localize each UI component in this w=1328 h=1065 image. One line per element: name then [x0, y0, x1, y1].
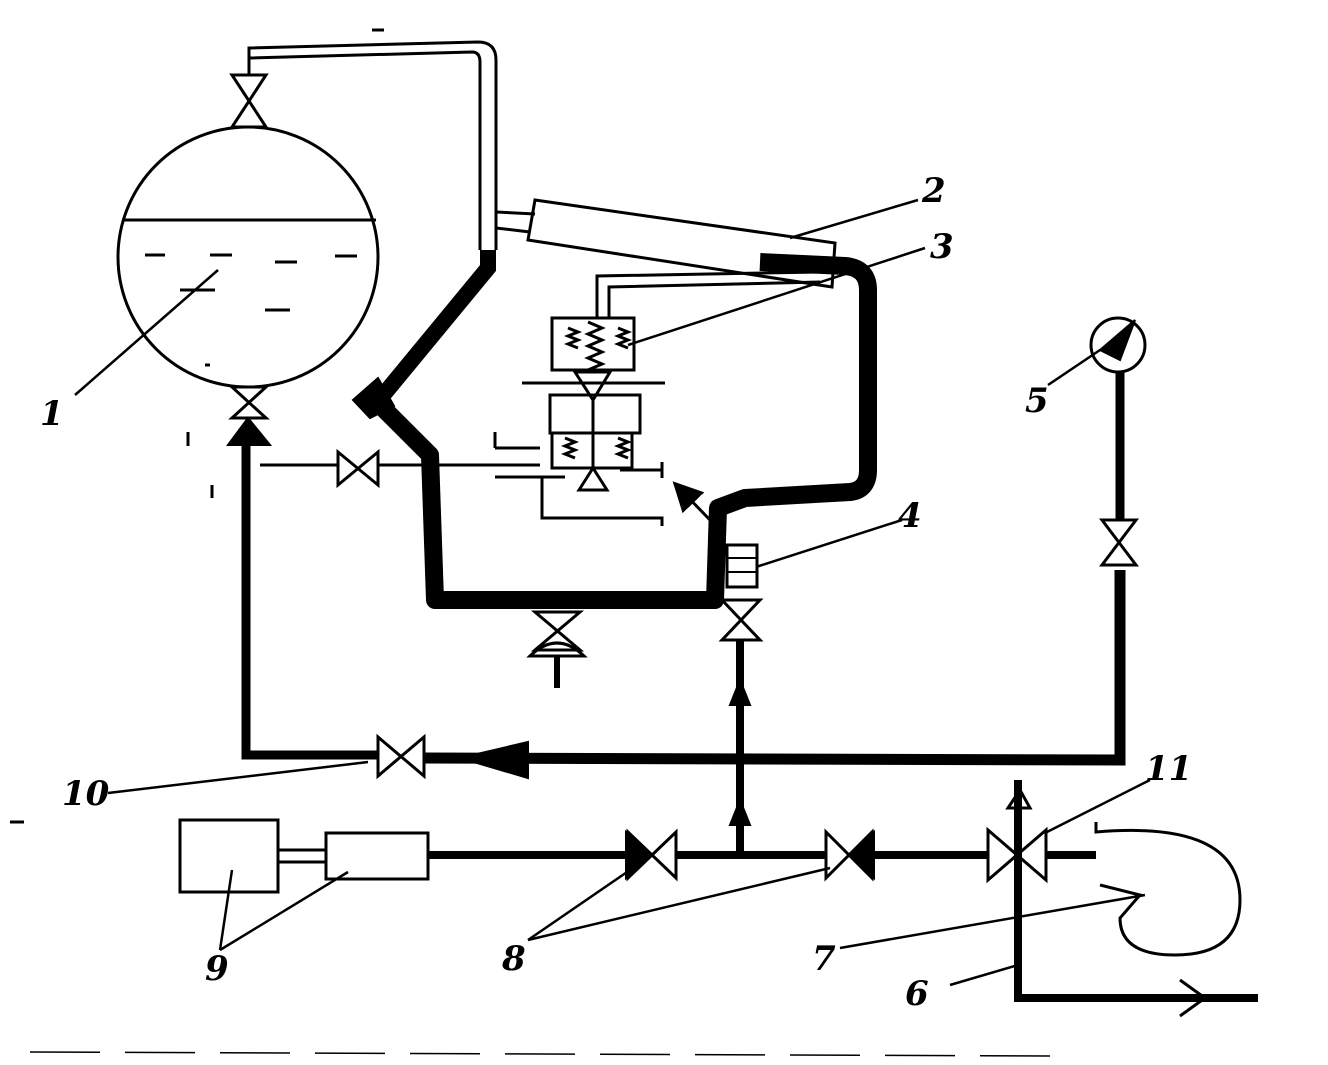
vertical-supply-pipe [718, 543, 764, 855]
tank-1 [116, 125, 380, 389]
riser-pipe [351, 250, 496, 420]
top-return-pipe [247, 28, 498, 250]
callout-6: 6 [905, 974, 929, 1014]
callout-8: 8 [501, 939, 526, 979]
callout-7: 7 [812, 939, 836, 979]
callout-11: 11 [1145, 749, 1192, 789]
top-valve [229, 73, 269, 129]
main-return-line [423, 570, 1126, 780]
collector-2 [495, 198, 837, 289]
callout-10: 10 [62, 774, 110, 814]
tank-feed-pipe [226, 385, 378, 760]
callout-3: 3 [930, 227, 954, 267]
regulator-3 [260, 270, 821, 526]
drain-line-6 [1005, 780, 1258, 1018]
valve-10 [376, 733, 426, 780]
gauge-5 [1089, 316, 1147, 567]
leader-lines [74, 198, 1151, 987]
callout-9: 9 [205, 949, 229, 989]
scan-marks [10, 432, 1056, 1057]
callout-1: 1 [40, 394, 64, 434]
pump-7 [1094, 822, 1242, 957]
branch-valve [336, 448, 380, 489]
bottom-supply-line [178, 818, 1096, 894]
callout-labels: 1 2 3 4 5 6 7 8 9 10 11 [40, 171, 1192, 1014]
callout-4: 4 [898, 496, 922, 536]
callout-5: 5 [1025, 381, 1049, 421]
drain-valve [526, 610, 588, 688]
callout-2: 2 [921, 171, 946, 211]
